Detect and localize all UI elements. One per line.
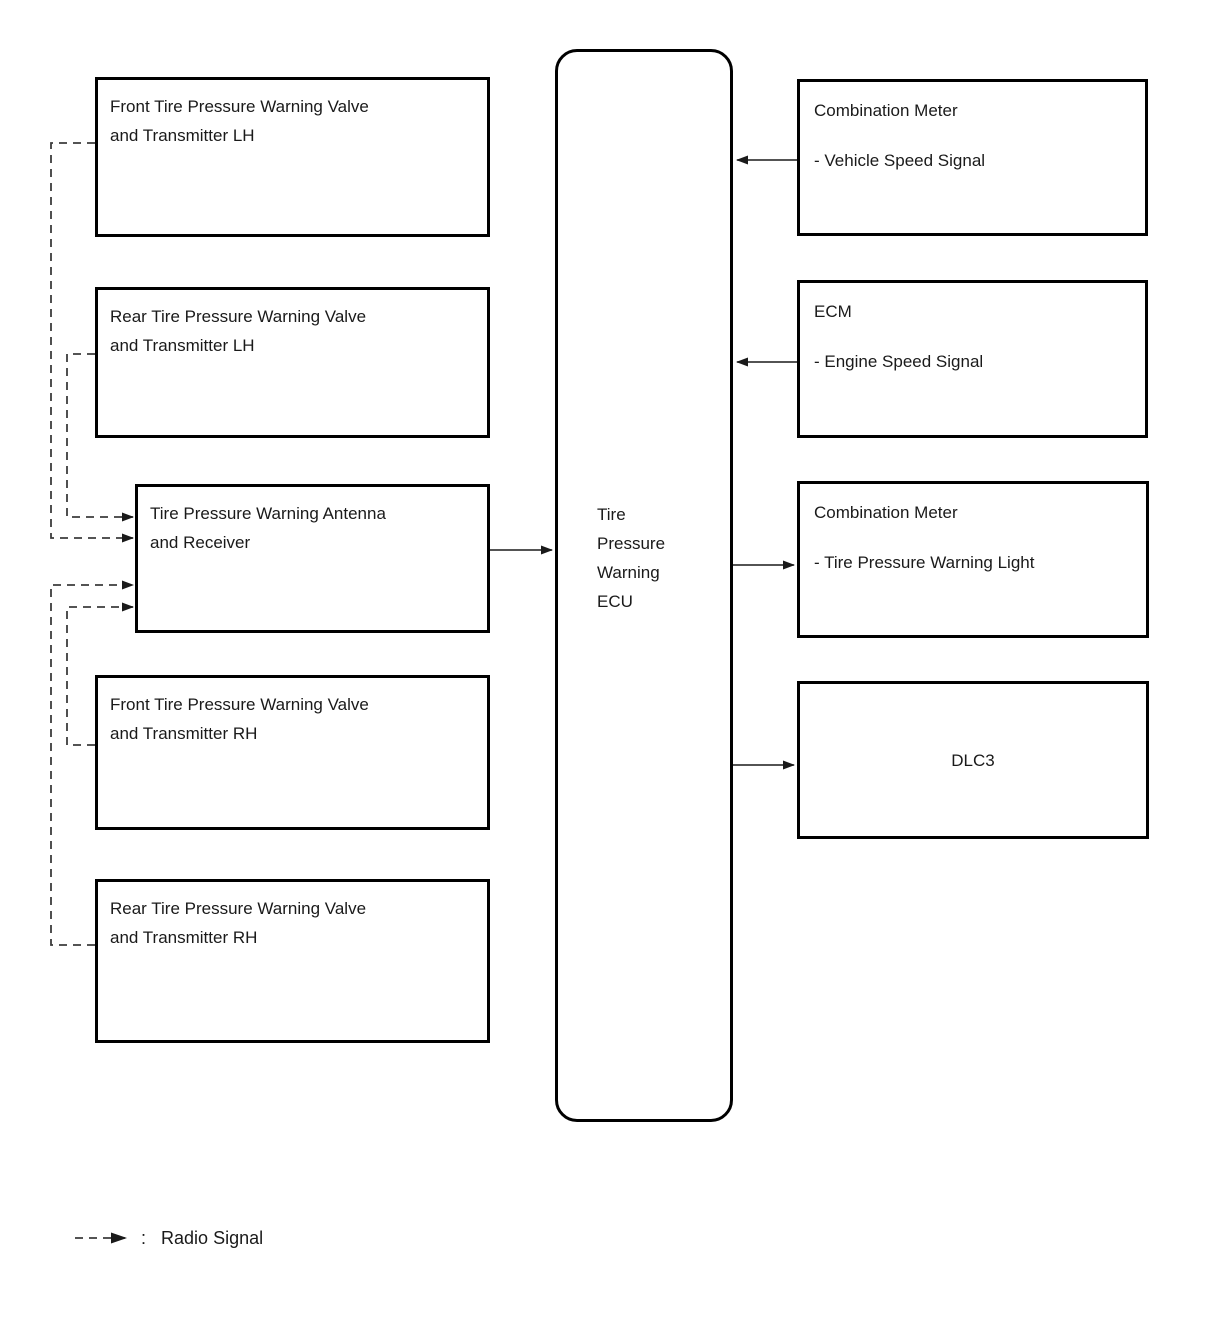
front-rh-label-line1: Front Tire Pressure Warning Valve (110, 695, 369, 714)
dlc3-box: DLC3 (797, 681, 1149, 839)
ecm-box: ECM - Engine Speed Signal (797, 280, 1148, 438)
legend-label: Radio Signal (161, 1228, 264, 1248)
rear-tire-pressure-valve-transmitter-rh-box: Rear Tire Pressure Warning Valve and Tra… (95, 879, 490, 1043)
ecm-title: ECM (814, 302, 852, 321)
ecu-label: Tire Pressure Warning ECU (597, 500, 665, 616)
front-lh-label-line2: and Transmitter LH (110, 126, 255, 145)
combination-meter-light-title: Combination Meter (814, 503, 958, 522)
combination-meter-warning-light-box: Combination Meter - Tire Pressure Warnin… (797, 481, 1149, 638)
engine-speed-signal-label: - Engine Speed Signal (814, 352, 984, 371)
antenna-label-line2: and Receiver (150, 533, 251, 552)
ecu-label-line3: Warning (597, 563, 660, 582)
dlc3-label: DLC3 (951, 750, 995, 770)
tire-pressure-warning-light-label: - Tire Pressure Warning Light (814, 553, 1035, 572)
ecu-label-line2: Pressure (597, 534, 666, 553)
rear-tire-pressure-valve-transmitter-lh-box: Rear Tire Pressure Warning Valve and Tra… (95, 287, 490, 438)
tire-pressure-warning-antenna-receiver-box: Tire Pressure Warning Antenna and Receiv… (135, 484, 490, 633)
rear-lh-label-line1: Rear Tire Pressure Warning Valve (110, 307, 367, 326)
front-tire-pressure-valve-transmitter-lh-box: Front Tire Pressure Warning Valve and Tr… (95, 77, 490, 237)
rear-rh-label-line2: and Transmitter RH (110, 928, 258, 947)
rear-lh-label-line2: and Transmitter LH (110, 336, 255, 355)
front-rh-label-line2: and Transmitter RH (110, 724, 258, 743)
rear-rh-label-line1: Rear Tire Pressure Warning Valve (110, 899, 367, 918)
combination-meter-speed-title: Combination Meter (814, 101, 958, 120)
tire-pressure-warning-ecu-box (555, 49, 733, 1122)
legend-colon: : (141, 1228, 147, 1248)
legend: : Radio Signal (141, 1224, 263, 1253)
antenna-label-line1: Tire Pressure Warning Antenna (150, 504, 386, 523)
ecu-label-line4: ECU (597, 592, 633, 611)
front-lh-label-line1: Front Tire Pressure Warning Valve (110, 97, 369, 116)
front-tire-pressure-valve-transmitter-rh-box: Front Tire Pressure Warning Valve and Tr… (95, 675, 490, 830)
ecu-label-line1: Tire (597, 505, 626, 524)
combination-meter-vehicle-speed-box: Combination Meter - Vehicle Speed Signal (797, 79, 1148, 236)
vehicle-speed-signal-label: - Vehicle Speed Signal (814, 151, 986, 170)
